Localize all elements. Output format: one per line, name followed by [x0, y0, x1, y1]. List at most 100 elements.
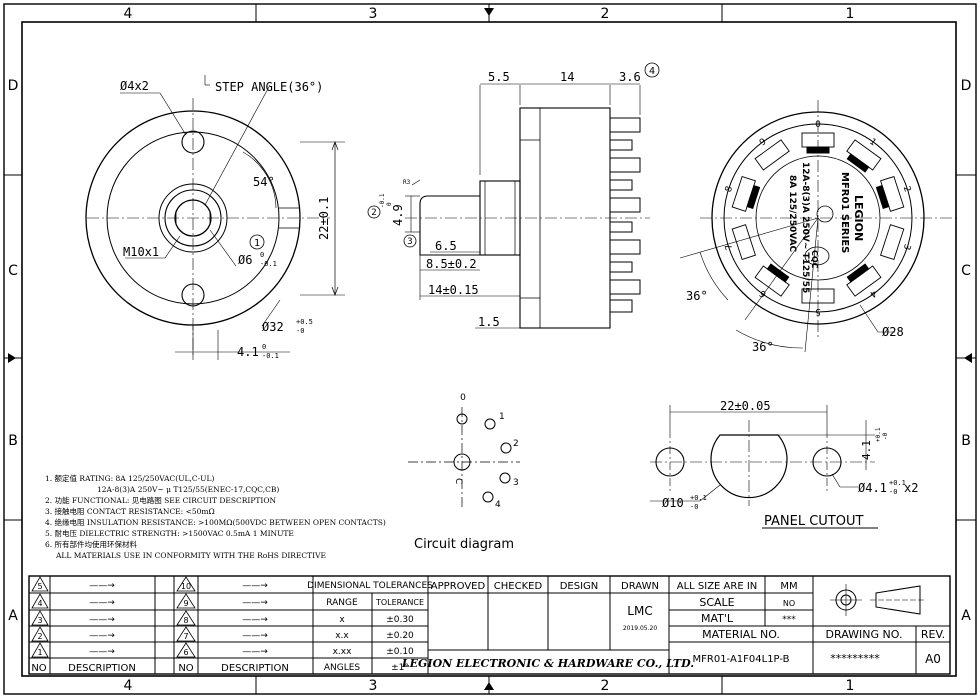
panel-flat-tol-lower: -0	[882, 432, 889, 440]
revision-triangle	[31, 610, 49, 626]
rear-cert: CQC	[810, 250, 819, 269]
rear-view	[679, 100, 960, 353]
panel-flat-tol: +0.1	[875, 427, 882, 442]
circuit-common: C	[453, 478, 463, 484]
rear-position-label: 7	[724, 242, 735, 251]
revision-number: 4	[37, 599, 42, 608]
rear-dia: Ø28	[882, 325, 904, 339]
revision-number: 6	[183, 648, 188, 657]
note-line: 6. 所有部件均使用环保材料	[45, 539, 138, 549]
panel-flat: 4.1	[860, 440, 873, 460]
tolerance-label: TOLERANCE	[375, 598, 424, 607]
side-dim-65: 6.5	[435, 239, 457, 253]
row-label: A	[961, 608, 971, 624]
scale-value: NO	[783, 599, 795, 608]
row-label: C	[961, 263, 971, 279]
material-no-label: MATERIAL NO.	[702, 628, 780, 641]
revision-number: 1	[37, 648, 42, 657]
tol-value: ±0.20	[386, 631, 414, 641]
circuit-label-1: 1	[499, 412, 505, 422]
front-outer-dim: Ø32	[262, 320, 284, 334]
material-no: MFR01-A1F04L1P-B	[693, 654, 790, 665]
rear-angle-b: 36°	[752, 340, 774, 354]
revision-arrow: ——→	[89, 598, 115, 608]
drawn-date: 2019.05.20	[623, 625, 658, 632]
side-marker-3	[403, 234, 417, 248]
front-angle: 54°	[253, 175, 275, 189]
mat-value: ***	[782, 615, 796, 625]
center-arrow-bottom	[484, 682, 494, 690]
col-label: 3	[369, 6, 378, 22]
tol-range: x	[339, 615, 345, 625]
rear-position-label: 5	[815, 306, 821, 316]
side-dim-49-tol: -0.1	[379, 193, 386, 208]
front-thread: M10x1	[123, 245, 159, 259]
front-flat-tol-upper: 0	[262, 343, 266, 351]
side-marker-4	[644, 62, 660, 78]
rear-position-label: 1	[867, 137, 878, 148]
side-small-label: R3	[403, 179, 411, 186]
front-height-dim: 22±0.1	[317, 197, 331, 240]
side-dim-55: 5.5	[488, 70, 510, 84]
revision-arrow: ——→	[89, 615, 115, 625]
rev-label: REV.	[921, 628, 945, 641]
revision-triangle	[31, 626, 49, 642]
col-label: 3	[369, 678, 378, 694]
revision-arrow: ——→	[242, 615, 268, 625]
revision-number: 10	[181, 582, 191, 591]
design-label: DESIGN	[560, 581, 599, 592]
side-dim-14b: 14±0.15	[428, 283, 479, 297]
col-label: 1	[846, 678, 855, 694]
revision-arrow: ——→	[242, 631, 268, 641]
rear-contact-bar	[806, 146, 830, 154]
revision-arrow: ——→	[89, 581, 115, 591]
panel-side-tol: +0.1	[889, 479, 906, 487]
range-label: RANGE	[326, 598, 358, 608]
side-marker-3-text: 3	[407, 237, 412, 247]
center-arrow-left	[8, 353, 16, 363]
note-line: 12A-8(3)A 250V~ μ T125/55(ENEC-17,CQC,CB…	[97, 485, 279, 494]
center-arrow-top	[484, 8, 494, 16]
desc-label: DESCRIPTION	[68, 663, 136, 674]
side-marker-4-text: 4	[649, 66, 655, 77]
revision-triangle	[176, 626, 196, 642]
title-block	[28, 575, 951, 675]
side-dim-85: 8.5±0.2	[426, 257, 477, 271]
note-line: ALL MATERIALS USE IN CONFORMITY WITH THE…	[55, 551, 326, 560]
center-arrow-right	[964, 353, 972, 363]
mat-label: MAT'L	[701, 612, 734, 625]
revision-triangle	[176, 610, 196, 626]
tol-range: x.x	[335, 631, 349, 641]
revision-number: 8	[183, 616, 188, 625]
col-label: 2	[601, 6, 610, 22]
note-line: 3. 接触电阻 CONTACT RESISTANCE: <50mΩ	[45, 506, 215, 516]
row-label: D	[8, 78, 19, 94]
projection-symbol	[830, 584, 926, 616]
revision-number: 5	[37, 582, 42, 591]
tol-value: ±0.10	[386, 647, 414, 657]
rear-contact-bar	[746, 184, 761, 210]
no-label: NO	[31, 663, 46, 674]
col-label: 4	[124, 6, 133, 22]
revision-triangle	[31, 642, 49, 658]
revision-triangle	[176, 576, 196, 592]
revision-arrow: ——→	[242, 581, 268, 591]
scale-label: SCALE	[699, 596, 734, 609]
front-step-angle: STEP ANGLE(36°)	[215, 80, 323, 94]
rear-position-label: 6	[758, 287, 769, 299]
rear-contact-bar	[766, 263, 790, 283]
rear-position-label: 0	[815, 120, 821, 130]
side-marker-2-text: 2	[371, 208, 376, 218]
circuit-title: Circuit diagram	[414, 537, 514, 552]
note-line: 2. 功能 FUNCTIONAL: 见电路图 SEE CIRCUIT DESCR…	[45, 495, 276, 505]
row-label: A	[8, 608, 18, 624]
rear-terminal	[880, 224, 905, 261]
front-flat-dim: 4.1	[237, 345, 259, 359]
front-bore-tol: -0.1	[260, 260, 277, 268]
side-view	[405, 83, 650, 329]
front-bore-dim: Ø6	[238, 253, 252, 267]
rear-terminal	[731, 224, 756, 261]
revision-number: 3	[37, 616, 42, 625]
front-hole-label: Ø4x2	[120, 79, 149, 93]
